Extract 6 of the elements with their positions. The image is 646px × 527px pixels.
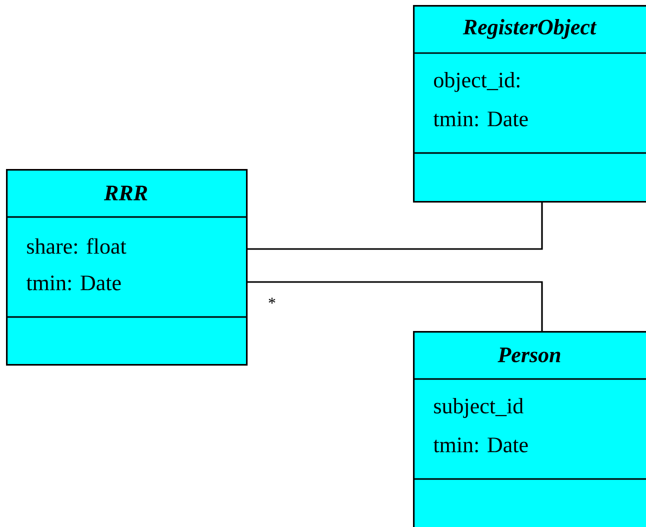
class-box: RegisterObject object_id: tmin: Date (413, 5, 646, 203)
multiplicity-label: * (267, 296, 277, 310)
class-box: RRR share: float tmin: Date (6, 169, 248, 366)
class-box: Person subject_id tmin: Date (413, 331, 646, 527)
connector-line (246, 201, 543, 250)
connector-line (246, 281, 543, 331)
